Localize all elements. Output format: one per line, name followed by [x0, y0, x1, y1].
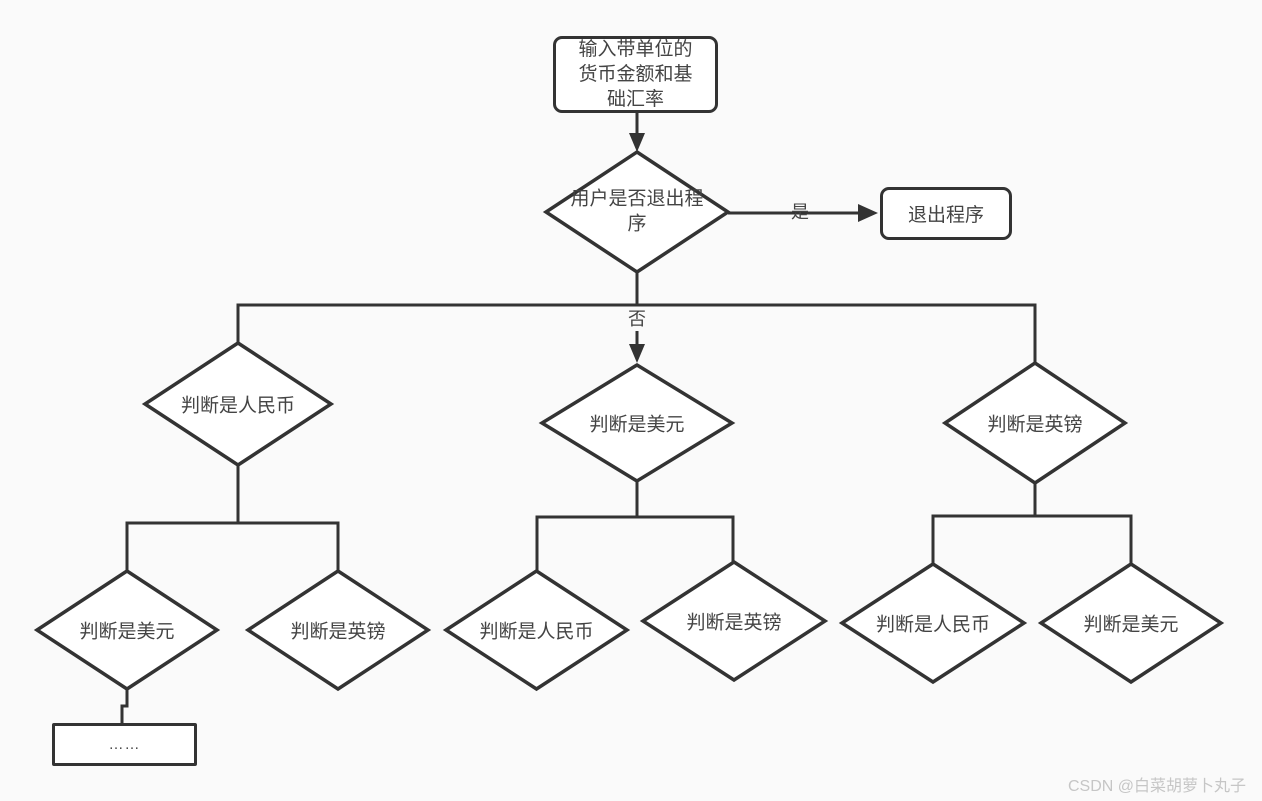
gbp-check-usd-diamond: 判断是美元	[1041, 564, 1221, 682]
diamond-shape	[542, 365, 732, 481]
rmb-check-gbp-label: 判断是英镑	[290, 621, 386, 643]
check-usd-diamond: 判断是美元	[542, 365, 732, 481]
ellipsis-node-label: ……	[108, 736, 141, 753]
start-node-label: 输入带单位的货币金额和基础汇率	[578, 38, 693, 111]
exit-node: 退出程序	[880, 187, 1012, 240]
branch-rail	[236, 303, 1037, 363]
exit-node-label: 退出程序	[907, 205, 984, 226]
gbp-check-rmb-diamond: 判断是人民币	[842, 564, 1024, 682]
ellipsis-node: ……	[52, 723, 197, 766]
diamond-shape	[643, 562, 825, 680]
usd-check-rmb-diamond: 判断是人民币	[446, 571, 627, 689]
rmb-check-usd-label: 判断是美元	[79, 621, 175, 643]
rmb-check-usd-diamond: 判断是美元	[37, 571, 217, 689]
usd-check-gbp-label: 判断是英镑	[686, 612, 782, 634]
right-branch-rail	[931, 483, 1133, 564]
arrowhead-down-1	[629, 133, 645, 152]
diamond-shape	[546, 152, 728, 272]
start-node: 输入带单位的货币金额和基础汇率	[553, 36, 718, 113]
check-usd-label: 判断是美元	[589, 414, 685, 436]
diamond-shape	[248, 571, 428, 689]
no-edge-label: 否	[628, 309, 646, 329]
left-branch-rail	[125, 465, 340, 571]
exit-decision-label: 用户是否退出程序	[570, 188, 704, 234]
diamond-shape	[446, 571, 627, 689]
diamond-shape	[842, 564, 1024, 682]
diamond-shape	[37, 571, 217, 689]
middle-branch-rail	[535, 481, 735, 571]
diamond-shape	[145, 343, 331, 465]
gbp-check-rmb-label: 判断是人民币	[875, 614, 991, 636]
arrowhead-right	[858, 204, 878, 222]
yes-edge-label: 是	[791, 202, 809, 222]
check-rmb-label: 判断是人民币	[180, 395, 296, 417]
check-gbp-diamond: 判断是英镑	[945, 363, 1125, 483]
check-rmb-diamond: 判断是人民币	[145, 343, 331, 465]
gbp-check-usd-label: 判断是美元	[1083, 614, 1179, 636]
arrowhead-down-2	[629, 344, 645, 363]
check-gbp-label: 判断是英镑	[987, 414, 1083, 436]
rmb-check-gbp-diamond: 判断是英镑	[248, 571, 428, 689]
edge-to-ellipsis	[120, 689, 129, 723]
diamond-shape	[1041, 564, 1221, 682]
diamond-shape	[945, 363, 1125, 483]
usd-check-rmb-label: 判断是人民币	[479, 621, 594, 643]
exit-decision-diamond: 用户是否退出程序	[546, 152, 728, 272]
usd-check-gbp-diamond: 判断是英镑	[643, 562, 825, 680]
watermark: CSDN @白菜胡萝卜丸子	[1067, 778, 1246, 795]
